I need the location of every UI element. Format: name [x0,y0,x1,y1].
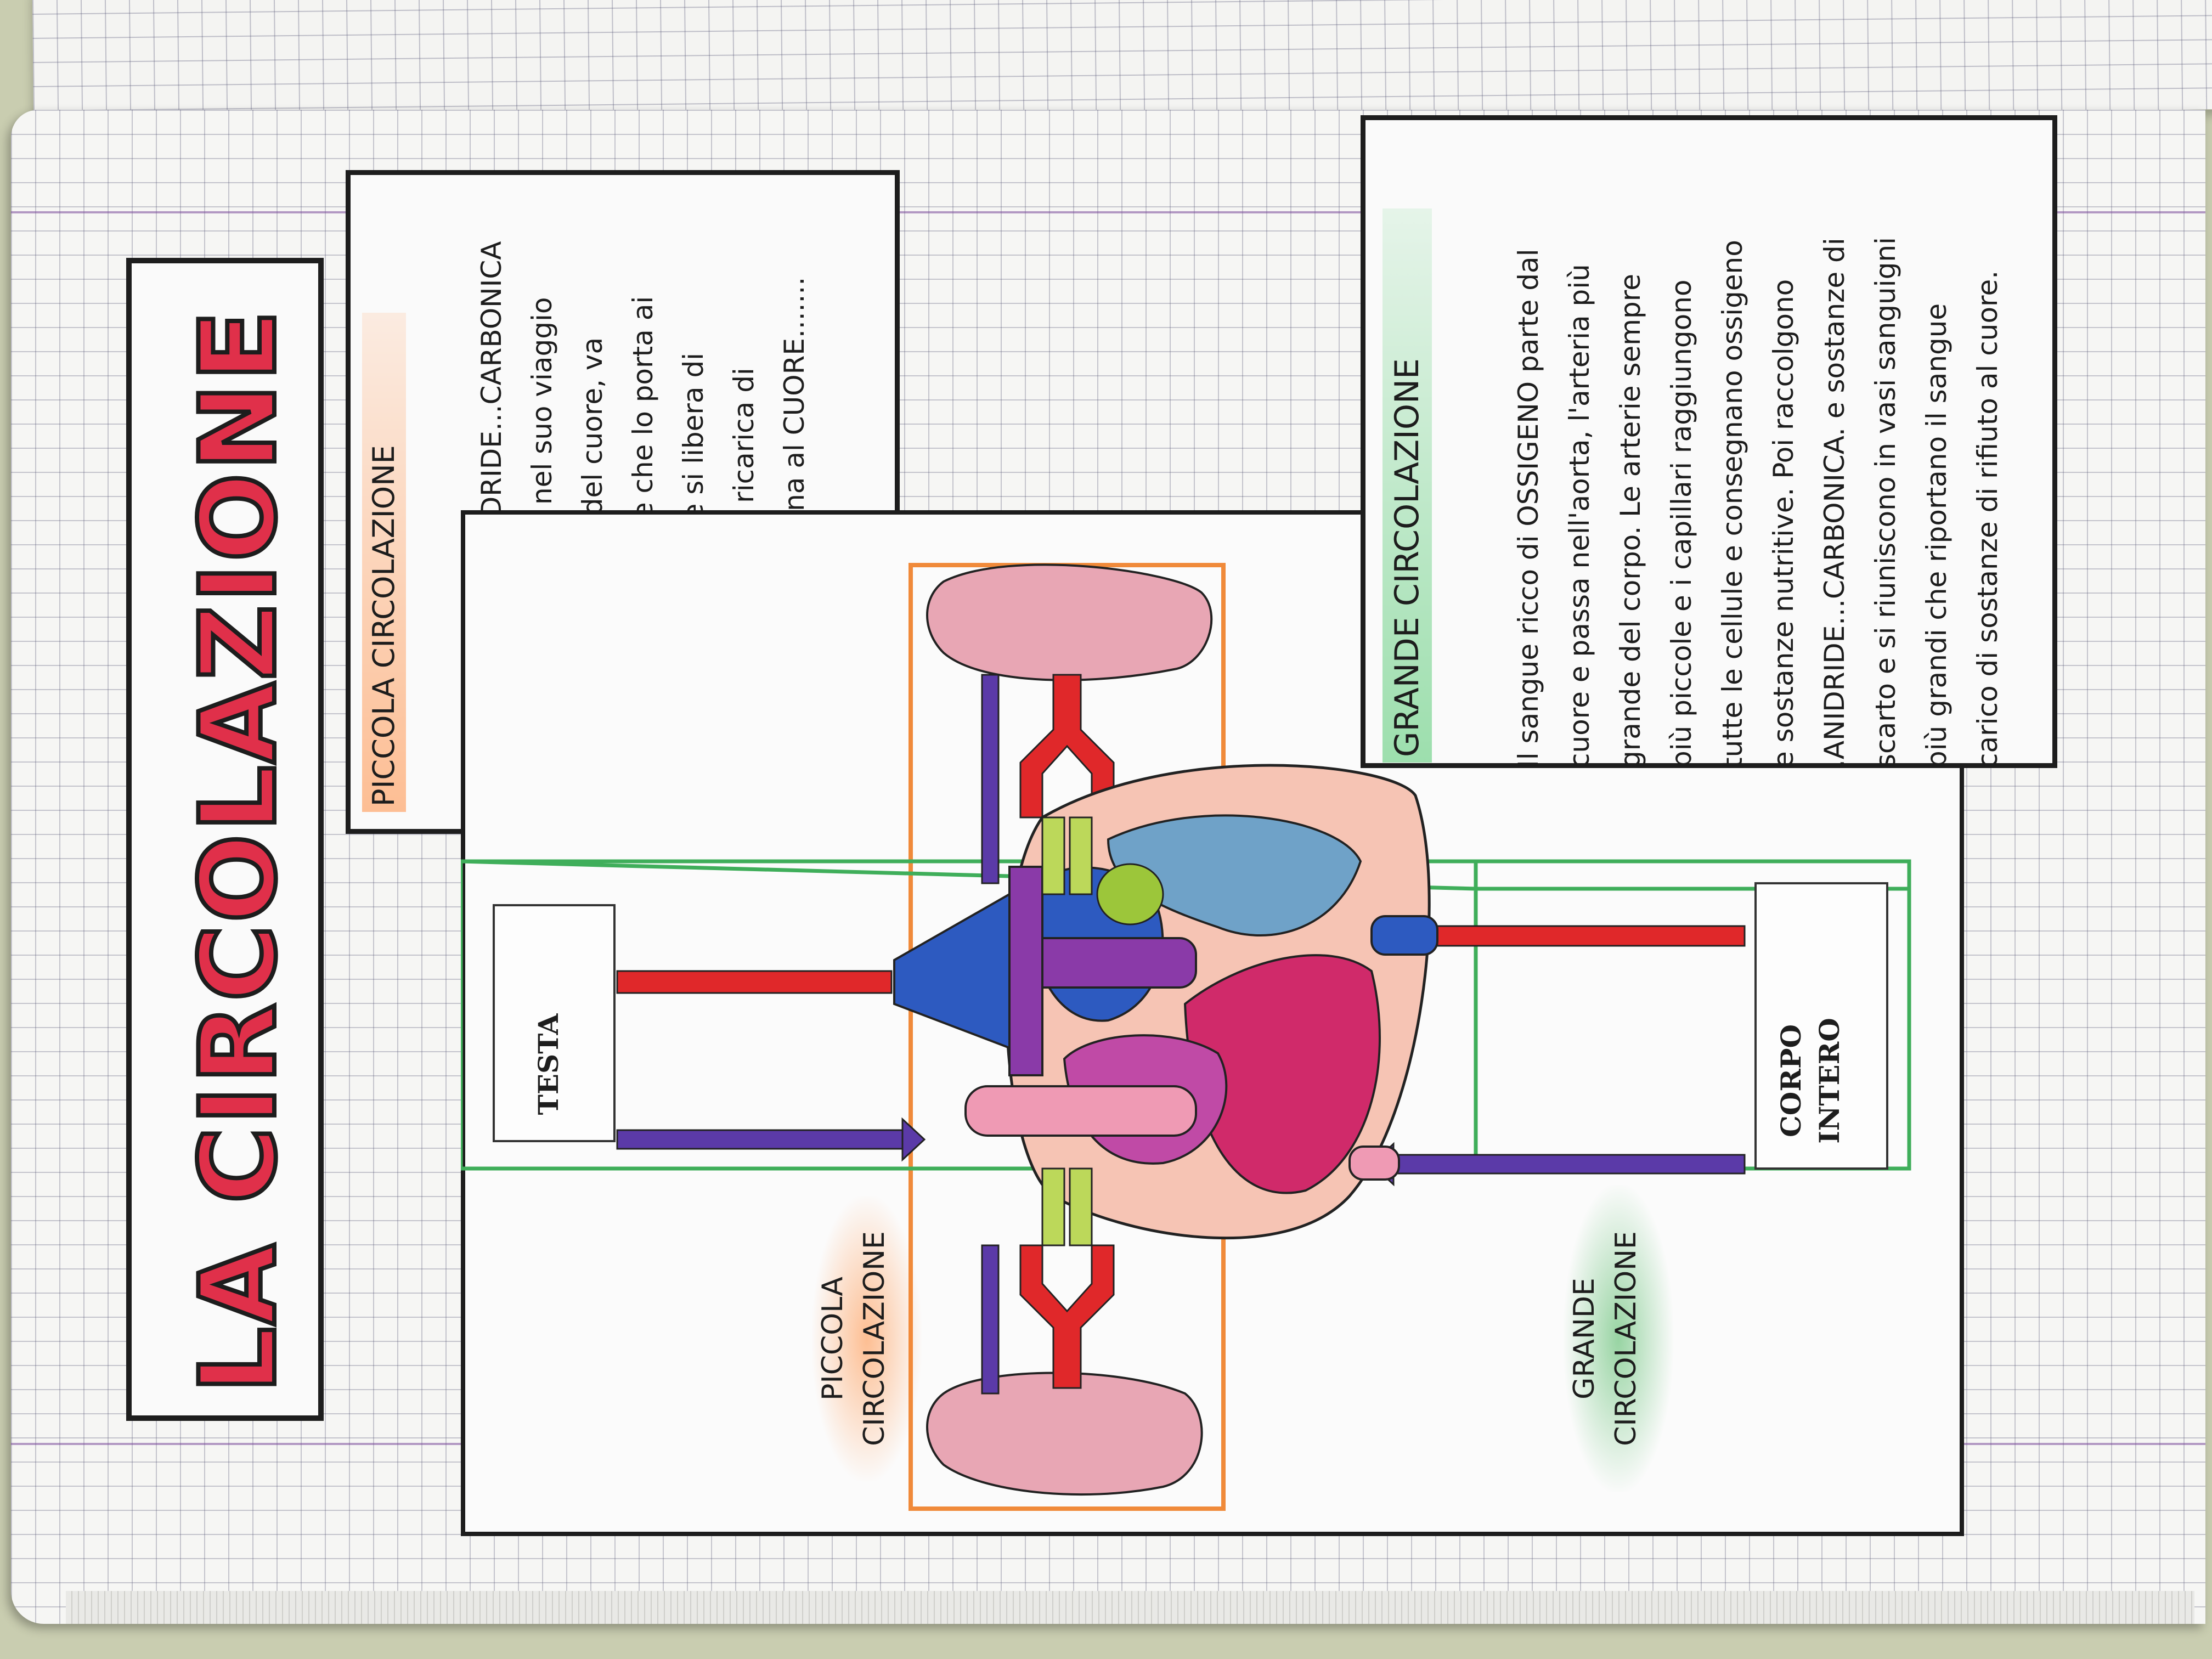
heart-left-ventricle [1183,954,1381,1194]
corpo-intero-box [1754,882,1888,1170]
testa-artery [616,970,893,994]
title-frame [126,258,324,1421]
lung-bottom-vein [981,1244,1000,1395]
grande-circolazione-box [1361,115,2057,768]
corpo-artery [1436,925,1746,947]
aorta-blue-stub [1370,915,1438,956]
vena-cava-pink [964,1085,1197,1137]
page-edge-stack [66,1591,2194,1624]
pulmonary-trunk [1008,866,1043,1076]
piccola-circolazione-heading: PICCOLA CIRCOLAZIONE [362,313,406,812]
blue-branches [893,892,1011,1049]
label-corpo-intero: CORPO INTERO [1775,1018,1846,1144]
lung-bottom-red-y [1019,1244,1115,1389]
testa-vein [616,1129,904,1150]
testa-box [493,904,616,1142]
pulmonary-vein-green-2 [1069,816,1093,895]
heart-valve-green [1096,863,1164,926]
lung-top-vein [981,674,1000,884]
grande-circolazione-heading: GRANDE CIRCOLAZIONE [1383,208,1432,763]
pulmonary-vein-green-1 [1041,816,1065,895]
label-piccola-circolazione: PICCOLA CIRCOLAZIONE [812,1196,922,1481]
page-title: LA CIRCOLAZIONE [176,306,301,1396]
circulation-diagram [461,563,1911,1511]
pulmonary-vein-green-4 [1069,1167,1093,1246]
grande-circolazione-text: Il sangue ricco di OSSIGENO parte dal cu… [1513,237,2004,768]
pulmonary-vein-green-3 [1041,1167,1065,1246]
lung-top-red-y [1019,674,1115,819]
lung-bottom [926,1372,1203,1496]
margin-line-left [11,211,2205,213]
vena-cava-stub [1348,1146,1400,1181]
lung-top [926,563,1213,681]
testa-vein-arrowhead [901,1117,926,1162]
corpo-vein [1392,1154,1746,1175]
label-grande-circolazione: GRANDE CIRCOLAZIONE [1564,1185,1673,1492]
label-testa: TESTA [532,1013,565,1115]
